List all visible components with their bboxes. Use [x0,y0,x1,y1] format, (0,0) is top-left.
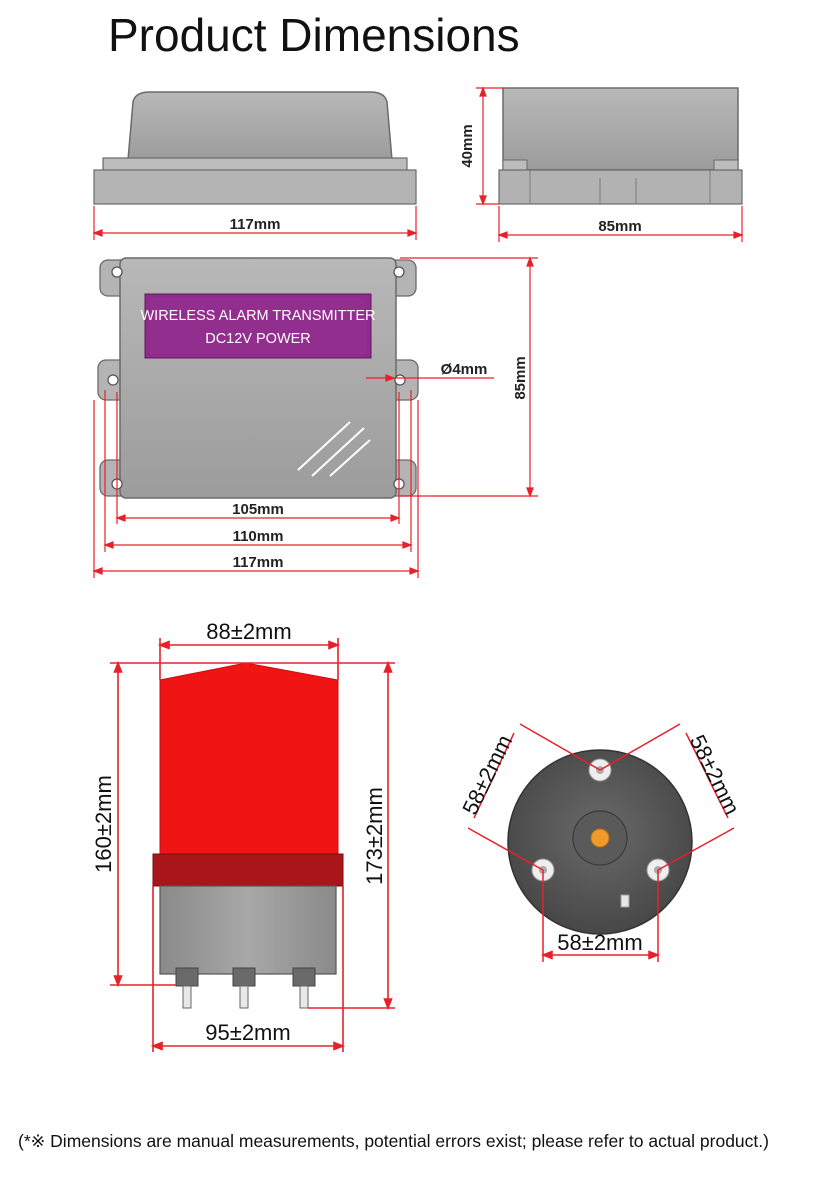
side-height-label: 40mm [459,124,476,167]
hole-spacing-105-label: 105mm [232,501,284,518]
side-width-label: 85mm [598,218,641,235]
pin-spacing-bottom-label: 58±2mm [557,930,642,955]
pin-spacing-right-label: 58±2mm [685,731,745,819]
siren-bottom-view [507,749,693,935]
hole-spacing-110-label: 110mm [233,528,284,545]
siren-total-height-label: 173±2mm [362,787,387,885]
transmitter-side-view [498,87,743,205]
hole-diameter-callout [366,374,494,382]
front-width-dimension [92,206,418,240]
side-height-dimension [476,86,503,206]
front-width-label: 117mm [230,216,281,233]
width-dimensions [92,390,420,578]
hole-diameter-label: Ø4mm [441,361,488,378]
pin-spacing-left-label: 58±2mm [457,731,517,819]
pin-spacing-dimensions [467,723,735,962]
transmitter-front-view [93,91,417,205]
siren-body-height-label: 160±2mm [91,775,116,873]
siren-side-view [152,662,344,1009]
side-width-dimension [497,206,744,242]
siren-top-width-label: 88±2mm [206,619,291,644]
total-width-label: 117mm [233,554,284,571]
siren-dimensions [110,638,395,1052]
transmitter-label-line1: WIRELESS ALARM TRANSMITTER [141,308,376,324]
page-title: Product Dimensions [108,9,520,61]
siren-base-width-label: 95±2mm [205,1020,290,1045]
transmitter-label-line2: DC12V POWER [205,331,311,347]
transmitter-top-view [97,257,419,499]
top-height-label: 85mm [512,356,529,399]
footnote: (*※ Dimensions are manual measurements, … [18,1131,769,1151]
top-height-dimension [400,256,538,498]
